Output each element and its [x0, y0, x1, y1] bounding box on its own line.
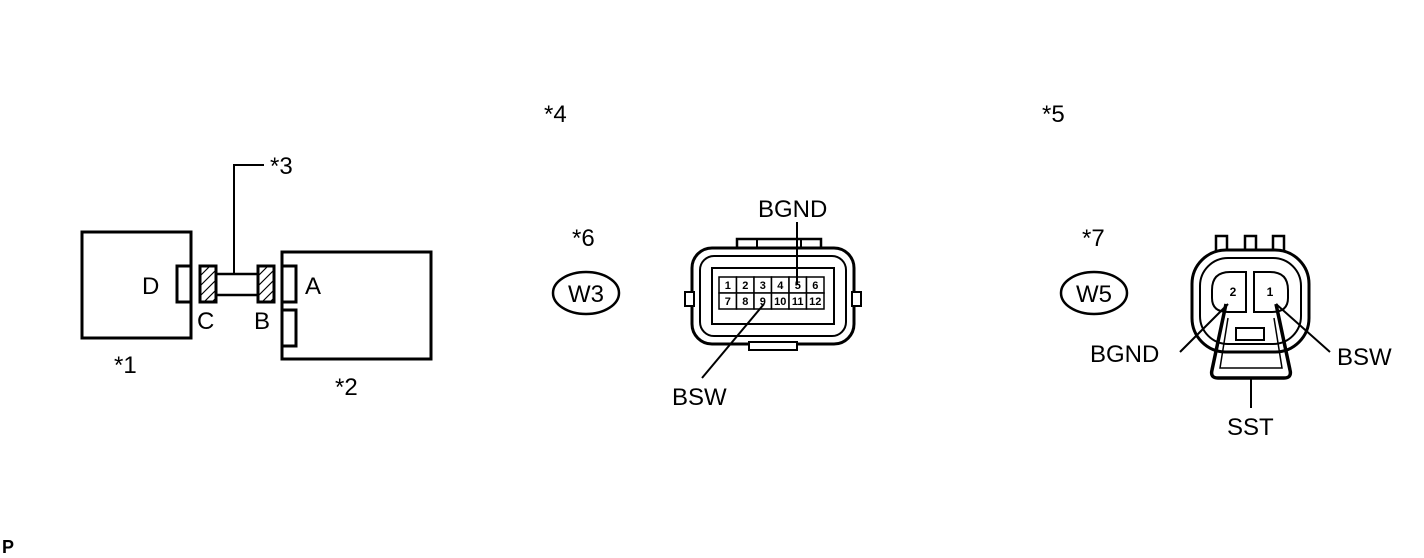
w5-label-sst: SST: [1227, 414, 1274, 441]
connector-d-socket: [175, 264, 193, 304]
w3-pin-number: 3: [760, 280, 766, 292]
w3-pin-cell: [805, 292, 825, 310]
callout-6: *6: [572, 225, 595, 252]
w5-cavity-right: [1253, 271, 1289, 313]
connector-label-b: B: [254, 308, 270, 335]
leader-line-3: [233, 164, 264, 274]
w5-pin-2: 2: [1230, 285, 1237, 299]
connector-a-socket: [280, 264, 298, 304]
w5-pin-1: 1: [1267, 285, 1274, 299]
w3-pin-number: 12: [809, 296, 821, 308]
w3-pin-number: 9: [760, 296, 766, 308]
w3-pin-number: 10: [774, 296, 786, 308]
plug-c: [198, 264, 218, 304]
w5-bsw-leader: [1275, 303, 1331, 353]
w3-pin-number: 7: [725, 296, 731, 308]
plug-b-hatch: [257, 265, 275, 303]
w3-side-tab-left: [684, 291, 695, 307]
w5-connector-group: *5 *7 W5 2 1 SST BGND BSW: [1042, 101, 1392, 441]
w5-housing-inner: [1199, 257, 1302, 345]
callout-2: *2: [335, 374, 358, 401]
w3-pin-number: 11: [792, 296, 804, 308]
w3-housing-inner: [699, 255, 847, 337]
footer-mark: P: [2, 537, 14, 557]
w5-id: W5: [1076, 281, 1112, 308]
connector-lower-socket: [280, 308, 298, 348]
w5-bgnd-leader: [1179, 303, 1229, 353]
w3-id: W3: [568, 281, 604, 308]
callout-1: *1: [114, 352, 137, 379]
w3-pin-number: 8: [742, 296, 748, 308]
callout-5: *5: [1042, 101, 1065, 128]
w3-pin-number: 6: [812, 280, 818, 292]
w5-lock-tab: [1235, 327, 1265, 341]
connector-label-a: A: [305, 273, 321, 300]
component-1-body: [80, 230, 193, 340]
w3-pin-number: 1: [725, 280, 731, 292]
callout-4: *4: [544, 101, 567, 128]
plug-b: [256, 264, 276, 304]
w3-pin-number: 2: [742, 280, 748, 292]
w3-side-tab-right: [851, 291, 862, 307]
connector-label-d: D: [142, 273, 159, 300]
w3-label-bgnd: BGND: [758, 196, 827, 223]
w5-id-oval: [1059, 270, 1129, 316]
component-2-body: [280, 250, 433, 361]
w5-cavity-left: [1211, 271, 1247, 313]
plug-c-hatch: [199, 265, 217, 303]
harness-connection-group: D C B *3 A *1 *2: [80, 153, 433, 401]
w3-pin-field-frame: [711, 267, 835, 325]
sst-probe-inner: [1219, 317, 1283, 369]
connector-label-c: C: [197, 308, 214, 335]
callout-3: *3: [270, 153, 293, 180]
w3-bottom-key: [748, 341, 798, 351]
w3-pin-number: 5: [795, 280, 801, 292]
w3-id-oval: [551, 270, 621, 316]
w3-bsw-leader: [701, 303, 765, 379]
w3-label-bsw: BSW: [672, 384, 727, 411]
w5-label-bsw: BSW: [1337, 344, 1392, 371]
callout-7: *7: [1082, 225, 1105, 252]
w5-label-bgnd: BGND: [1090, 341, 1159, 368]
w3-pin-number: 4: [777, 280, 784, 292]
